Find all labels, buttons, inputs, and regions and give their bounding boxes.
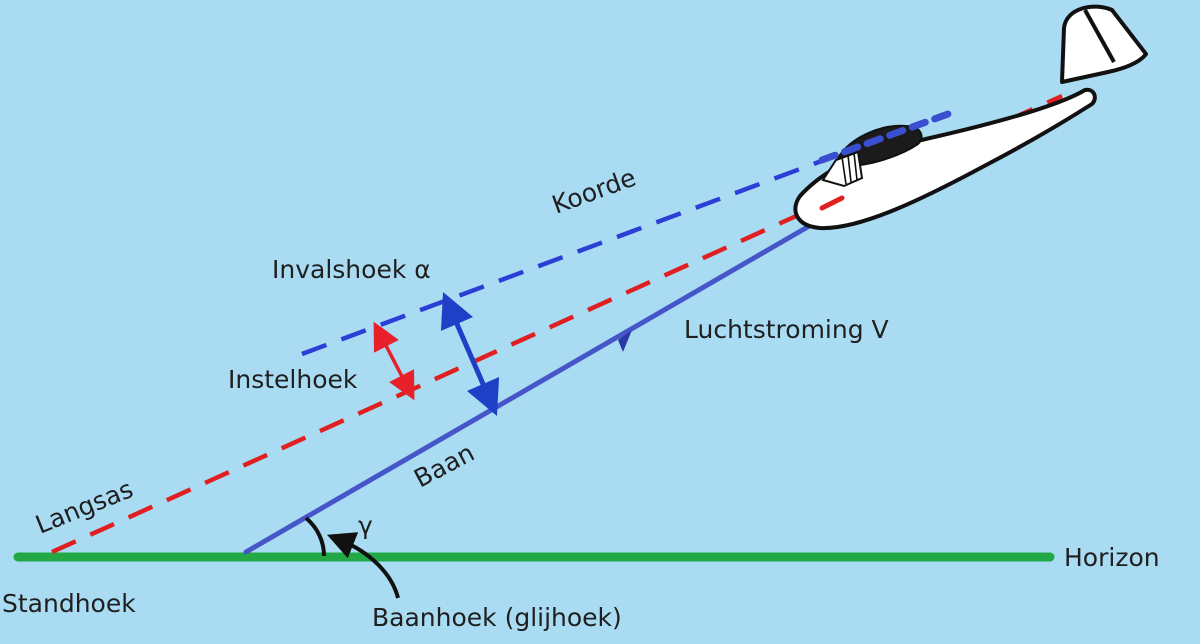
baanhoek-label: Baanhoek (glijhoek): [372, 603, 622, 632]
invalshoek-label: Invalshoek α: [272, 255, 431, 284]
baan-direction-arrow: [618, 330, 632, 352]
invalshoek-arrow: [440, 291, 500, 417]
baan-line: [243, 211, 833, 555]
gamma-label: γ: [358, 511, 373, 540]
horizon-label: Horizon: [1064, 543, 1160, 572]
baanhoek-pointer-arrow: [327, 532, 400, 599]
luchtstroming-label: Luchtstroming V: [684, 315, 889, 344]
glider-fuselage: [793, 87, 1097, 231]
koorde-line: [301, 111, 949, 357]
langsas-line: [51, 93, 1063, 555]
instelhoek-arrow: [373, 321, 415, 401]
instelhoek-label: Instelhoek: [228, 365, 358, 394]
glider-nose-marker: [819, 195, 845, 211]
glider-hatch-lines: [841, 152, 858, 185]
glider-cockpit-hatch: [821, 150, 864, 188]
glider-wing: [818, 110, 952, 164]
standhoek-label: Standhoek: [2, 589, 136, 618]
gamma-angle-arc: [304, 516, 326, 557]
glider-tail-fin-edge: [1083, 9, 1116, 63]
glider-icon: [793, 4, 1148, 231]
